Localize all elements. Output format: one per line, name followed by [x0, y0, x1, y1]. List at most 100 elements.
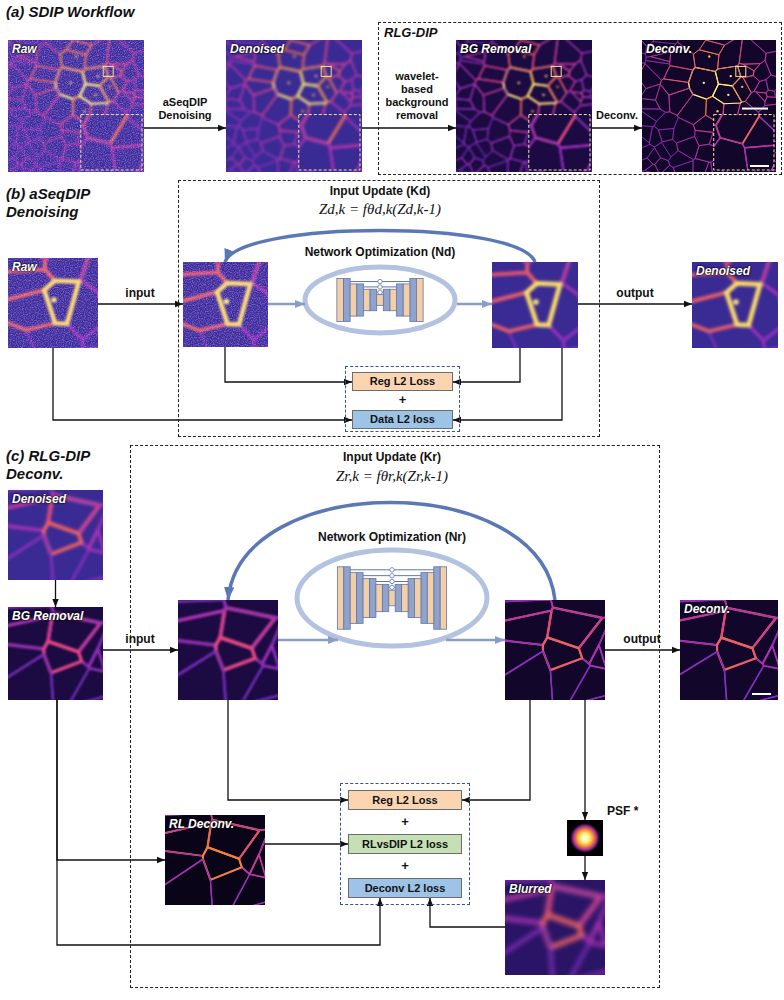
cell-membrane: [642, 51, 646, 63]
cell-membrane: [318, 77, 337, 102]
psf-spot: [570, 823, 600, 853]
cell-membrane: [582, 75, 592, 91]
image-ground: [8, 258, 98, 348]
cell-membrane: [717, 172, 739, 173]
micrograph-panel: Denoised: [692, 262, 778, 348]
cell-membrane: [739, 40, 766, 64]
cell-membrane: [505, 928, 553, 975]
network-arrow: [278, 639, 338, 642]
cell-network: [642, 40, 776, 172]
cell-membrane: [483, 88, 507, 116]
psf-kernel: PSF *: [567, 820, 603, 856]
label-holder: output: [616, 286, 653, 300]
cell-membrane: [656, 84, 670, 112]
cell-membrane: [527, 283, 561, 325]
cell-membrane: [456, 127, 464, 156]
skip-node: [390, 568, 394, 572]
bright-spot: [542, 94, 544, 96]
bright-spot: [326, 86, 328, 88]
feature-map: [390, 289, 397, 310]
cell-membrane: [163, 242, 219, 255]
cell-membrane: [456, 64, 476, 89]
bright-spot: [727, 94, 729, 96]
inset-frame: [714, 115, 774, 170]
image-label: BG Removal: [460, 42, 531, 56]
cell-network: [8, 607, 103, 700]
cell-membrane: [89, 530, 103, 553]
skip-node: [378, 279, 382, 283]
cell-membrane: [550, 880, 605, 897]
image-group: [158, 242, 625, 720]
cell-membrane: [485, 600, 553, 625]
feature-map: [434, 567, 440, 629]
bright-spot: [301, 110, 303, 112]
bright-spot: [556, 86, 558, 88]
loss-label: RLvsDIP L2 loss: [362, 838, 448, 851]
roi-marker: [321, 66, 331, 76]
bright-spot: [708, 55, 710, 57]
micrograph-panel: RL Deconv.: [165, 815, 265, 905]
cell-membrane: [165, 848, 203, 898]
feature-map: [350, 284, 357, 316]
connector: [430, 898, 505, 927]
label-holder: (c) RLG-DIP Deconv.: [6, 447, 118, 483]
connector: [144, 127, 226, 128]
psf-image: [567, 820, 603, 856]
bright-spot: [545, 75, 547, 77]
feature-map: [403, 284, 410, 316]
micrograph-panel: Raw: [8, 40, 144, 172]
cell-membrane: [213, 897, 265, 905]
cell-membrane: [158, 580, 224, 602]
feature-map: [408, 579, 414, 618]
arrow-label: output: [616, 286, 653, 300]
cell-membrane: [772, 614, 778, 673]
roi-marker: [736, 66, 746, 76]
cell-membrane: [680, 600, 725, 602]
cell-membrane: [239, 142, 256, 160]
cell-membrane: [766, 75, 776, 91]
cell-membrane: [559, 40, 592, 53]
cell-membrane: [52, 692, 103, 700]
micrograph-panel: Denoised: [8, 490, 103, 580]
feature-map: [350, 573, 356, 624]
cell-membrane: [158, 651, 227, 720]
cell-membrane: [508, 158, 524, 172]
feature-map: [344, 279, 351, 322]
cell-membrane: [98, 618, 103, 675]
frame-title: Network Optimization (Nr): [318, 530, 466, 545]
noise: [81, 115, 142, 170]
cell-membrane: [331, 91, 351, 112]
micrograph: [8, 258, 98, 348]
loss-box: Reg L2 Loss: [352, 372, 453, 391]
connector: [592, 127, 642, 128]
cell-membrane: [472, 317, 525, 368]
cell-membrane: [563, 346, 598, 368]
input-arrow: [98, 303, 183, 304]
cell-membrane: [646, 57, 670, 64]
input-arrow: [103, 649, 178, 650]
feature-map: [337, 279, 344, 322]
network-arrow: [457, 303, 492, 306]
skip-node: [378, 290, 382, 294]
cell-membrane: [579, 617, 612, 664]
cell-membrane: [8, 607, 51, 608]
cell-membrane: [642, 81, 646, 97]
feature-map: [421, 573, 427, 624]
cell-membrane: [592, 139, 593, 161]
panel-heading: (b) aSeqDIP Denoising: [6, 185, 118, 221]
micrograph: [642, 40, 776, 172]
plus-sign: +: [401, 814, 409, 830]
bright-spot: [533, 299, 538, 304]
micrograph: [279, 95, 362, 172]
cell-membrane: [763, 324, 778, 348]
image-ground: [81, 115, 142, 170]
cell-membrane: [473, 128, 489, 142]
noise: [8, 40, 144, 172]
cell-network: [165, 815, 265, 905]
cell-membrane: [693, 159, 709, 172]
connector: [57, 700, 380, 945]
cell-membrane: [360, 79, 362, 101]
cell-membrane: [509, 119, 536, 172]
cell-membrane: [642, 109, 665, 122]
skip-node: [390, 585, 394, 589]
